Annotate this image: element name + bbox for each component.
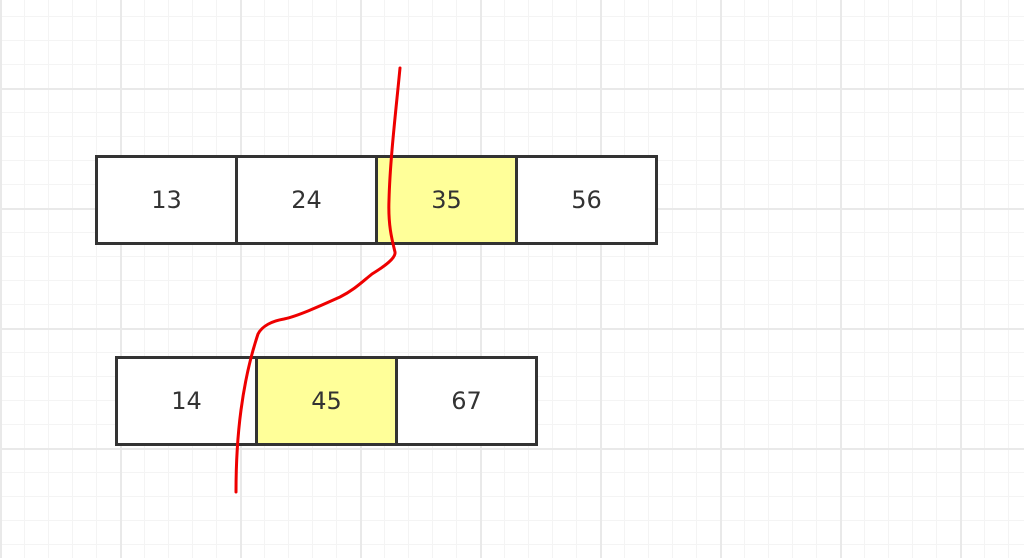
array-cell: 13 <box>95 155 238 245</box>
array-cell: 56 <box>515 155 658 245</box>
array-cell-highlighted: 35 <box>375 155 518 245</box>
array-cell: 14 <box>115 356 258 446</box>
array-cell: 24 <box>235 155 378 245</box>
array-row-top: 13 24 35 56 <box>95 155 658 245</box>
array-cell: 67 <box>395 356 538 446</box>
array-row-bottom: 14 45 67 <box>115 356 538 446</box>
array-cell-highlighted: 45 <box>255 356 398 446</box>
